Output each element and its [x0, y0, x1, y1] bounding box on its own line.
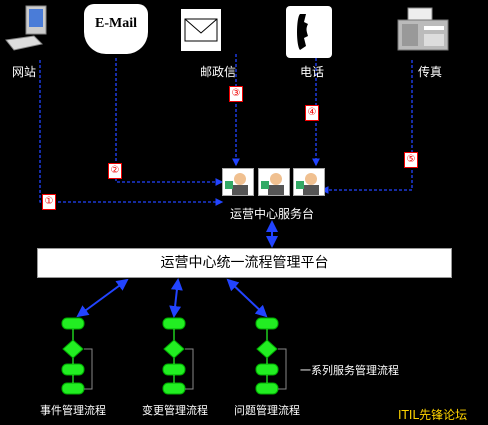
process-label-3: 问题管理流程 [234, 404, 300, 417]
letter-label: 邮政信 [200, 65, 237, 79]
badge-5: ⑤ [404, 152, 418, 168]
agent-icon [222, 168, 254, 196]
arrow-fax [320, 60, 413, 194]
badge-3: ③ [229, 86, 243, 102]
process-flows [61, 317, 279, 395]
process-label-2: 变更管理流程 [142, 404, 208, 417]
arrow-platform-proc3 [226, 278, 268, 318]
phone-label: 电话 [300, 65, 325, 79]
agent-icon [258, 168, 290, 196]
process-label-1: 事件管理流程 [40, 404, 106, 417]
process-note: 一系列服务管理流程 [300, 364, 399, 377]
email-icon: E-Mail [84, 4, 148, 54]
agent-icon [293, 168, 325, 196]
badge-4: ④ [305, 105, 319, 121]
phone-icon [286, 6, 332, 58]
arrow-email [115, 58, 224, 186]
envelope-icon [181, 9, 221, 51]
fax-label: 传真 [418, 65, 443, 79]
badge-2: ② [108, 163, 122, 179]
web-label: 网站 [12, 65, 37, 79]
platform-bar: 运营中心统一流程管理平台 [37, 248, 452, 278]
arrow-platform-proc2 [169, 278, 183, 318]
service-desk-label: 运营中心服务台 [230, 207, 315, 221]
arrow-web [39, 60, 224, 206]
badge-1: ① [42, 194, 56, 210]
arrow-platform-proc1 [76, 278, 129, 318]
brand-watermark: ITIL先锋论坛 [398, 408, 468, 422]
computer-icon [4, 4, 48, 56]
fax-icon [394, 6, 452, 56]
